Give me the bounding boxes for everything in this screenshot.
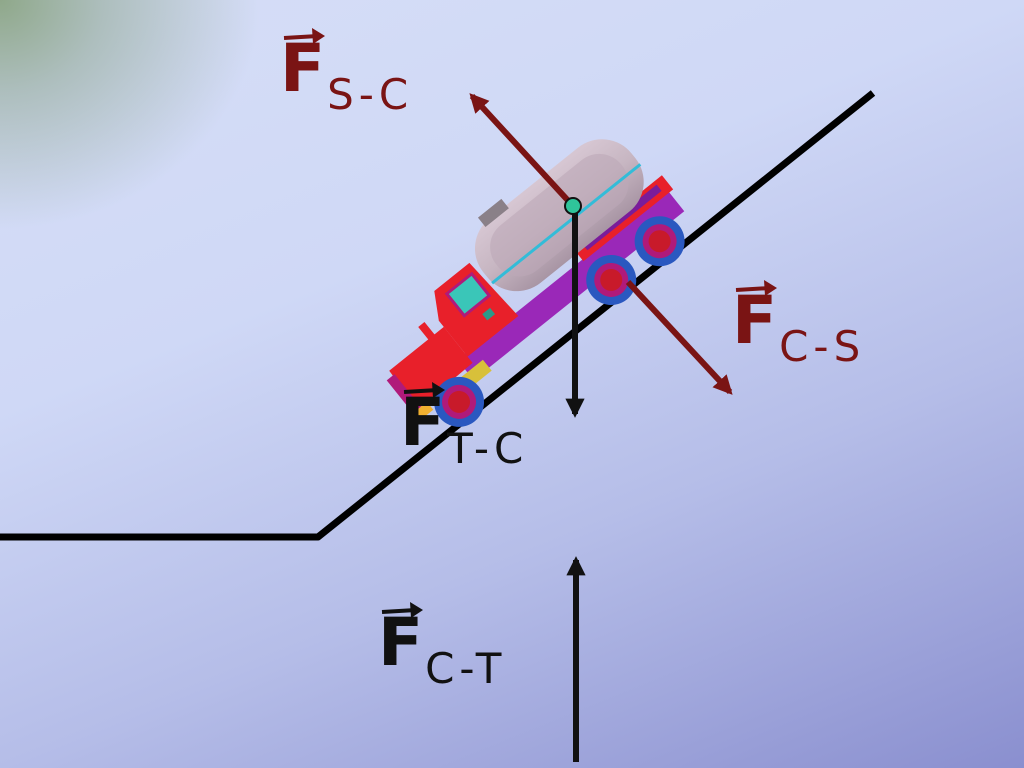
label-f-c-t: FC-T bbox=[378, 602, 506, 690]
label-f-c-t-main: F bbox=[378, 604, 424, 681]
label-f-s-c-main: F bbox=[280, 30, 326, 107]
label-f-s-c-sub: S-C bbox=[327, 70, 414, 119]
label-f-t-c: FT-C bbox=[400, 382, 528, 470]
vector-arrow-icon bbox=[403, 382, 445, 398]
force-arrow-c-s bbox=[625, 279, 733, 395]
cab-window bbox=[444, 271, 492, 318]
truck-chassis bbox=[457, 190, 685, 381]
center-of-mass-point bbox=[564, 197, 582, 215]
ground-line bbox=[0, 90, 876, 541]
label-f-s-c: FS-C bbox=[280, 28, 413, 116]
truck-hood bbox=[389, 326, 473, 410]
force-arrow-s-c bbox=[469, 93, 576, 209]
label-f-c-t-sub: C-T bbox=[425, 644, 507, 693]
label-f-c-s: FC-S bbox=[732, 280, 865, 368]
vector-arrow-icon bbox=[283, 28, 325, 44]
tanker-truck bbox=[386, 139, 685, 427]
rear-wheel-1 bbox=[586, 254, 637, 305]
tank-stripe bbox=[491, 163, 642, 285]
label-f-c-s-main: F bbox=[732, 282, 778, 359]
label-f-c-s-sub: C-S bbox=[779, 322, 866, 371]
vector-arrow-icon bbox=[381, 602, 423, 618]
vector-arrow-icon bbox=[735, 280, 777, 296]
label-f-t-c-sub: T-C bbox=[447, 424, 529, 473]
rear-wheel-2 bbox=[634, 216, 685, 267]
label-f-t-c-main: F bbox=[400, 384, 446, 461]
front-wheel bbox=[434, 376, 485, 427]
